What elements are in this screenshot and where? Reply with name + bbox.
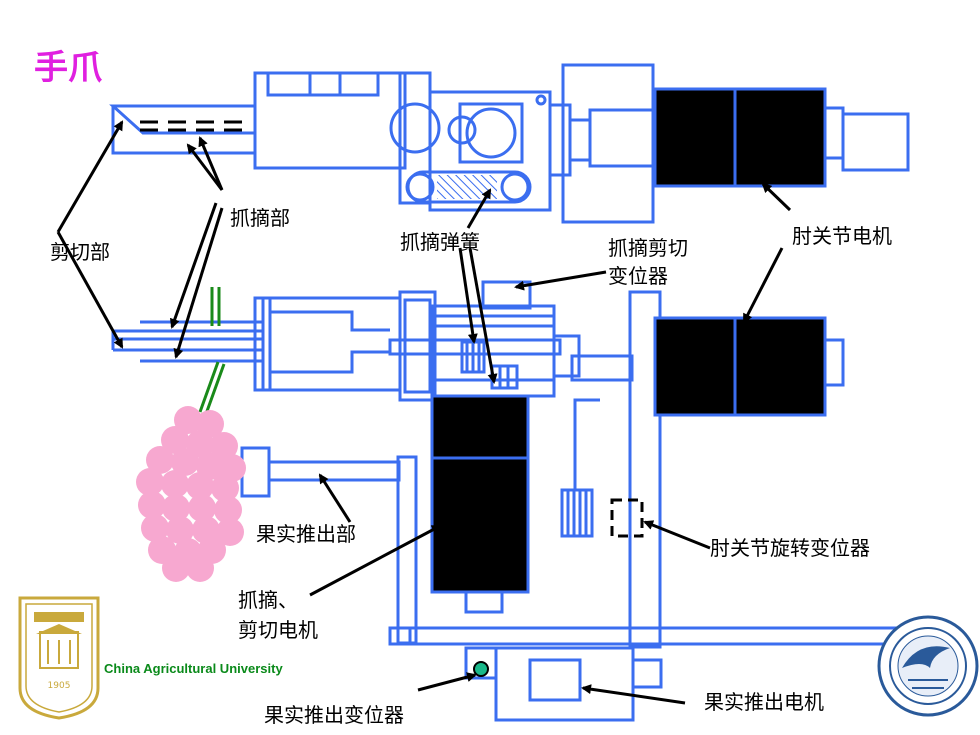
upper-gear-box-inner — [458, 102, 524, 164]
grab-cut-motor-base — [464, 590, 504, 614]
grab-cut-motor — [430, 394, 530, 594]
upper-motor-tail — [841, 112, 910, 172]
upper-motor-mount — [561, 63, 655, 224]
upper-jaw-grip-marks — [140, 120, 242, 132]
page-title: 手爪 — [34, 48, 102, 88]
cau-logo: 1905 — [18, 596, 100, 720]
upper-elbow-motor-right — [733, 87, 827, 188]
college-seal-logo — [877, 615, 979, 717]
label-grab-part: 抓摘部 — [230, 206, 290, 230]
upper-roller-left — [405, 172, 435, 202]
leader-arrows — [56, 120, 792, 705]
lower-elbow-motor-right — [733, 316, 827, 417]
upper-housing — [253, 71, 407, 170]
label-cut-part: 剪切部 — [50, 240, 110, 264]
label-fruit-push-motor: 果实推出电机 — [704, 690, 824, 714]
lower-motor-cap — [823, 338, 845, 387]
label-elbow-rotation-pot: 肘关节旋转变位器 — [710, 536, 870, 560]
upper-gear-right — [465, 107, 517, 159]
elbow-rotation-potentiometer — [610, 498, 644, 538]
elbow-support-post — [628, 290, 662, 649]
upper-gear-small — [447, 115, 477, 145]
push-plate — [240, 446, 271, 498]
upper-motor-cap — [823, 106, 845, 160]
upper-gripper-assembly — [109, 63, 910, 224]
lower-shaft-extension — [570, 354, 634, 382]
upper-coupling — [548, 103, 572, 177]
label-grab-spring: 抓摘弹簧 — [400, 230, 480, 254]
upper-pin — [535, 94, 547, 106]
upper-gear-large — [389, 102, 441, 154]
label-fruit-push-pot: 果实推出变位器 — [264, 703, 404, 727]
lower-spring-block-2 — [490, 364, 519, 390]
grape-bunch — [136, 406, 246, 582]
upper-housing-top — [266, 71, 380, 97]
fruit-stem — [198, 287, 226, 415]
label-grab-cut-pot-2: 变位器 — [608, 264, 668, 288]
seal-bird-icon — [902, 646, 950, 668]
push-motor-inner — [528, 658, 582, 702]
logo-year: 1905 — [48, 681, 71, 691]
label-fruit-push-part: 果实推出部 — [256, 522, 356, 546]
upper-roller-right — [500, 172, 530, 202]
label-grab-cut-motor-2: 剪切电机 — [238, 618, 318, 642]
push-rod — [267, 460, 401, 482]
label-grab-cut-motor-1: 抓摘、 — [238, 588, 298, 612]
push-potentiometer-knob — [473, 661, 489, 677]
push-post — [396, 455, 418, 645]
lower-gripper-assembly — [111, 280, 900, 722]
label-elbow-motor: 肘关节电机 — [792, 224, 892, 248]
rotation-gear — [560, 488, 594, 538]
lower-elbow-motor-left — [653, 316, 737, 417]
base-rail — [388, 626, 900, 646]
grab-cut-potentiometer — [481, 280, 532, 310]
lower-bearing-block — [398, 290, 437, 402]
logo-banner — [34, 612, 84, 622]
label-grab-cut-pot-1: 抓摘剪切 — [608, 236, 688, 260]
university-name: China Agricultural University — [104, 661, 283, 676]
upper-elbow-motor-left — [653, 87, 737, 188]
